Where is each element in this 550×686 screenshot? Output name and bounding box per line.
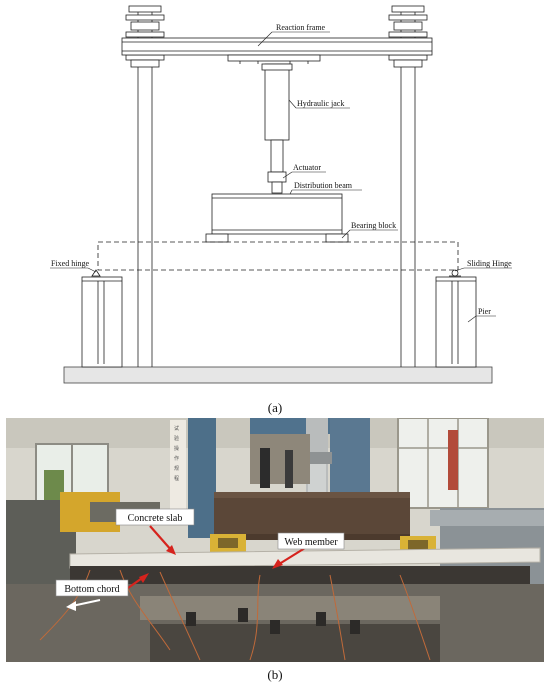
label-web-member: Web member [284, 537, 338, 548]
photo-concrete-slab [69, 547, 541, 569]
photo-steel-beam [214, 492, 410, 540]
sliding-hinge-symbol [449, 269, 461, 277]
svg-text:规: 规 [174, 465, 179, 472]
bearing-block-left [205, 233, 229, 243]
label-actuator: Actuator [293, 163, 321, 172]
caption-a: (a) [268, 400, 282, 415]
pier-right [435, 276, 477, 368]
photo-sign-board [170, 420, 186, 516]
svg-text:作: 作 [174, 455, 179, 462]
label-hydraulic-jack: Hydraulic jack [297, 99, 344, 108]
right-column [388, 5, 428, 367]
photo-truss-underside [70, 566, 530, 584]
label-pier: Pier [478, 307, 491, 316]
label-sliding-hinge: Sliding Hinge [467, 259, 512, 268]
label-box-web-member [277, 532, 345, 550]
svg-text:操: 操 [174, 445, 179, 452]
label-distribution-beam: Distribution beam [294, 181, 353, 190]
label-concrete-slab: Concrete slab [128, 513, 183, 524]
actuator [267, 139, 287, 194]
label-fixed-hinge: Fixed hinge [51, 259, 89, 268]
specimen-outline [97, 241, 459, 271]
label-bearing-block: Bearing block [351, 221, 396, 230]
label-bottom-chord: Bottom chord [64, 584, 119, 595]
hydraulic-jack [261, 63, 293, 141]
photo-window-right [397, 418, 489, 509]
test-setup-diagram [50, 5, 512, 384]
bearing-block-right [325, 233, 349, 243]
leader-lines [50, 31, 512, 323]
photo-sensors [186, 608, 360, 634]
caption-b: (b) [267, 667, 282, 682]
pier-left [81, 276, 123, 368]
label-box-bottom-chord [55, 579, 129, 597]
ground-slab [63, 366, 493, 384]
photo-wires [39, 569, 431, 661]
photo-bottom-chord-arrow [66, 599, 101, 611]
label-reaction-frame: Reaction frame [276, 23, 326, 32]
svg-text:试: 试 [174, 425, 179, 432]
label-box-concrete-slab [115, 508, 195, 526]
fixed-hinge-symbol [91, 269, 101, 277]
distribution-beam [211, 193, 343, 235]
reaction-frame-beam [121, 37, 433, 64]
diagram-labels: Reaction frame Hydraulic jack Actuator D… [51, 23, 512, 415]
photo-arrows [127, 525, 306, 589]
svg-text:程: 程 [174, 475, 179, 482]
left-column [125, 5, 165, 367]
svg-text:验: 验 [174, 435, 179, 442]
